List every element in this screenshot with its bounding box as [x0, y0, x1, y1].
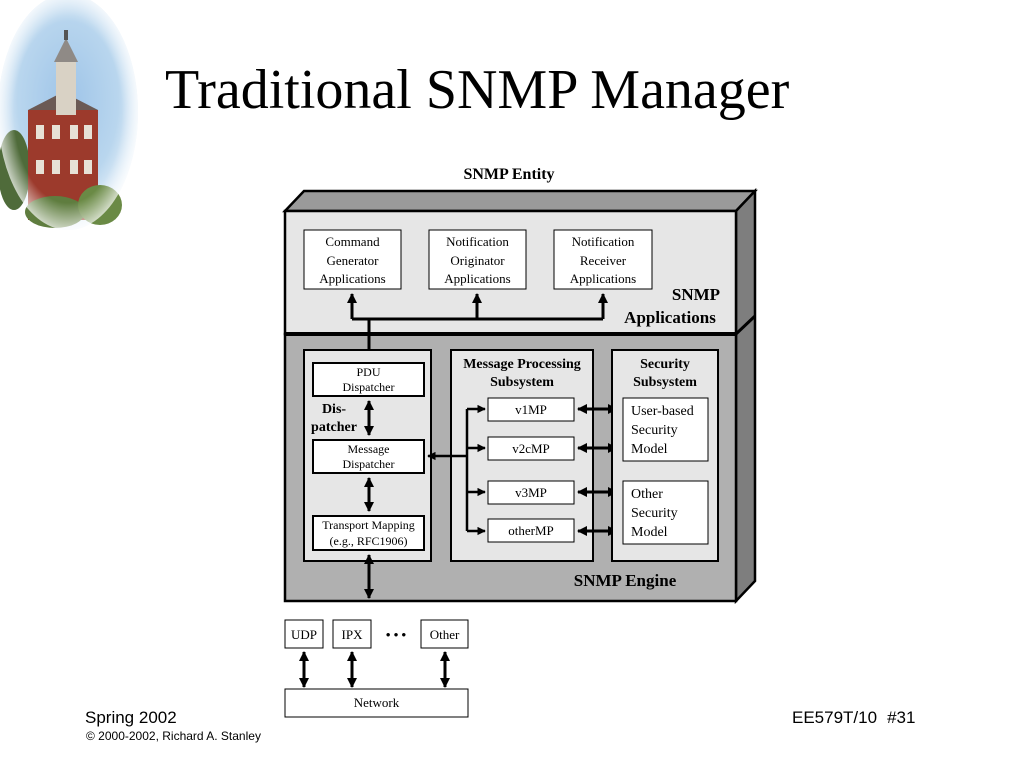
- security-connectors: [576, 403, 619, 537]
- footer-course: EE579T/10: [792, 708, 878, 727]
- svg-text:Notification: Notification: [446, 234, 509, 249]
- svg-text:Security: Security: [631, 423, 678, 438]
- footer-course-page: EE579T/10 #31: [792, 708, 915, 728]
- network-arrows: [298, 650, 451, 689]
- message-processing-title: Message Processing: [463, 357, 581, 372]
- svg-text:Security: Security: [631, 506, 678, 521]
- svg-text:Network: Network: [354, 695, 400, 710]
- svg-text:Generator: Generator: [327, 253, 380, 268]
- mp-model-v1mp: v1MP: [487, 397, 575, 422]
- transport-other: Other: [420, 619, 469, 649]
- svg-text:User-based: User-based: [631, 404, 694, 419]
- snmp-engine-label: SNMP Engine: [574, 571, 677, 590]
- svg-text:Command: Command: [325, 234, 380, 249]
- mp-model-v3mp: v3MP: [487, 480, 575, 505]
- footer-semester: Spring 2002: [85, 708, 177, 727]
- svg-text:Model: Model: [631, 525, 668, 540]
- svg-text:Model: Model: [631, 442, 668, 457]
- snmp-entity-label: SNMP Entity: [463, 166, 554, 183]
- svg-text:v3MP: v3MP: [515, 485, 547, 500]
- svg-text:Transport Mapping: Transport Mapping: [322, 518, 415, 532]
- svg-text:PDU: PDU: [356, 365, 380, 379]
- other-security-model: Other Security Model: [622, 480, 709, 545]
- svg-text:Other: Other: [631, 487, 663, 502]
- slide-title: Traditional SNMP Manager: [165, 59, 790, 121]
- svg-text:Message: Message: [348, 442, 390, 456]
- svg-text:Receiver: Receiver: [580, 253, 627, 268]
- message-processing-title-2: Subsystem: [490, 375, 554, 390]
- svg-text:v2cMP: v2cMP: [512, 441, 550, 456]
- svg-text:IPX: IPX: [342, 627, 364, 642]
- footer-page-number: #31: [887, 708, 916, 727]
- transport-ipx: IPX: [332, 619, 372, 649]
- svg-text:(e.g., RFC1906): (e.g., RFC1906): [330, 534, 408, 548]
- layer-divider: [734, 314, 757, 336]
- mp-model-othermp: otherMP: [487, 518, 575, 543]
- dispatcher-label: Dis-: [322, 402, 346, 417]
- building-photo: [0, 0, 138, 230]
- box-top-face: [282, 189, 758, 213]
- security-title: Security: [640, 357, 690, 372]
- footer-copyright: © 2000-2002, Richard A. Stanley: [86, 729, 261, 743]
- snmp-applications-label-2: Applications: [624, 308, 716, 327]
- mp-connectors: [427, 404, 486, 536]
- transport-mapping-box: Transport Mapping (e.g., RFC1906): [312, 515, 425, 551]
- transport-udp: UDP: [284, 619, 324, 649]
- command-generator-box: Command Generator Applications: [303, 229, 402, 290]
- snmp-applications-label: SNMP: [672, 285, 720, 304]
- dispatcher-label-2: patcher: [311, 420, 357, 435]
- message-dispatcher-box: Message Dispatcher: [312, 439, 425, 474]
- svg-text:UDP: UDP: [291, 627, 317, 642]
- svg-text:otherMP: otherMP: [508, 523, 554, 538]
- svg-text:Other: Other: [430, 627, 460, 642]
- box-right-face: [734, 187, 757, 605]
- mp-model-v2cmp: v2cMP: [487, 436, 575, 461]
- svg-text:v1MP: v1MP: [515, 402, 547, 417]
- svg-text:Applications: Applications: [570, 271, 636, 286]
- pdu-dispatcher-box: PDU Dispatcher: [312, 362, 425, 397]
- user-based-security-model: User-based Security Model: [622, 397, 709, 462]
- security-title-2: Subsystem: [633, 375, 697, 390]
- notification-originator-box: Notification Originator Applications: [428, 229, 527, 290]
- svg-text:Dispatcher: Dispatcher: [343, 457, 395, 471]
- svg-text:Notification: Notification: [572, 234, 635, 249]
- svg-text:Dispatcher: Dispatcher: [343, 380, 395, 394]
- notification-receiver-box: Notification Receiver Applications: [553, 229, 653, 290]
- svg-text:Applications: Applications: [319, 271, 385, 286]
- transport-ellipsis: • • •: [386, 627, 407, 642]
- network-box: Network: [284, 688, 469, 718]
- svg-text:Originator: Originator: [450, 253, 505, 268]
- svg-text:Applications: Applications: [444, 271, 510, 286]
